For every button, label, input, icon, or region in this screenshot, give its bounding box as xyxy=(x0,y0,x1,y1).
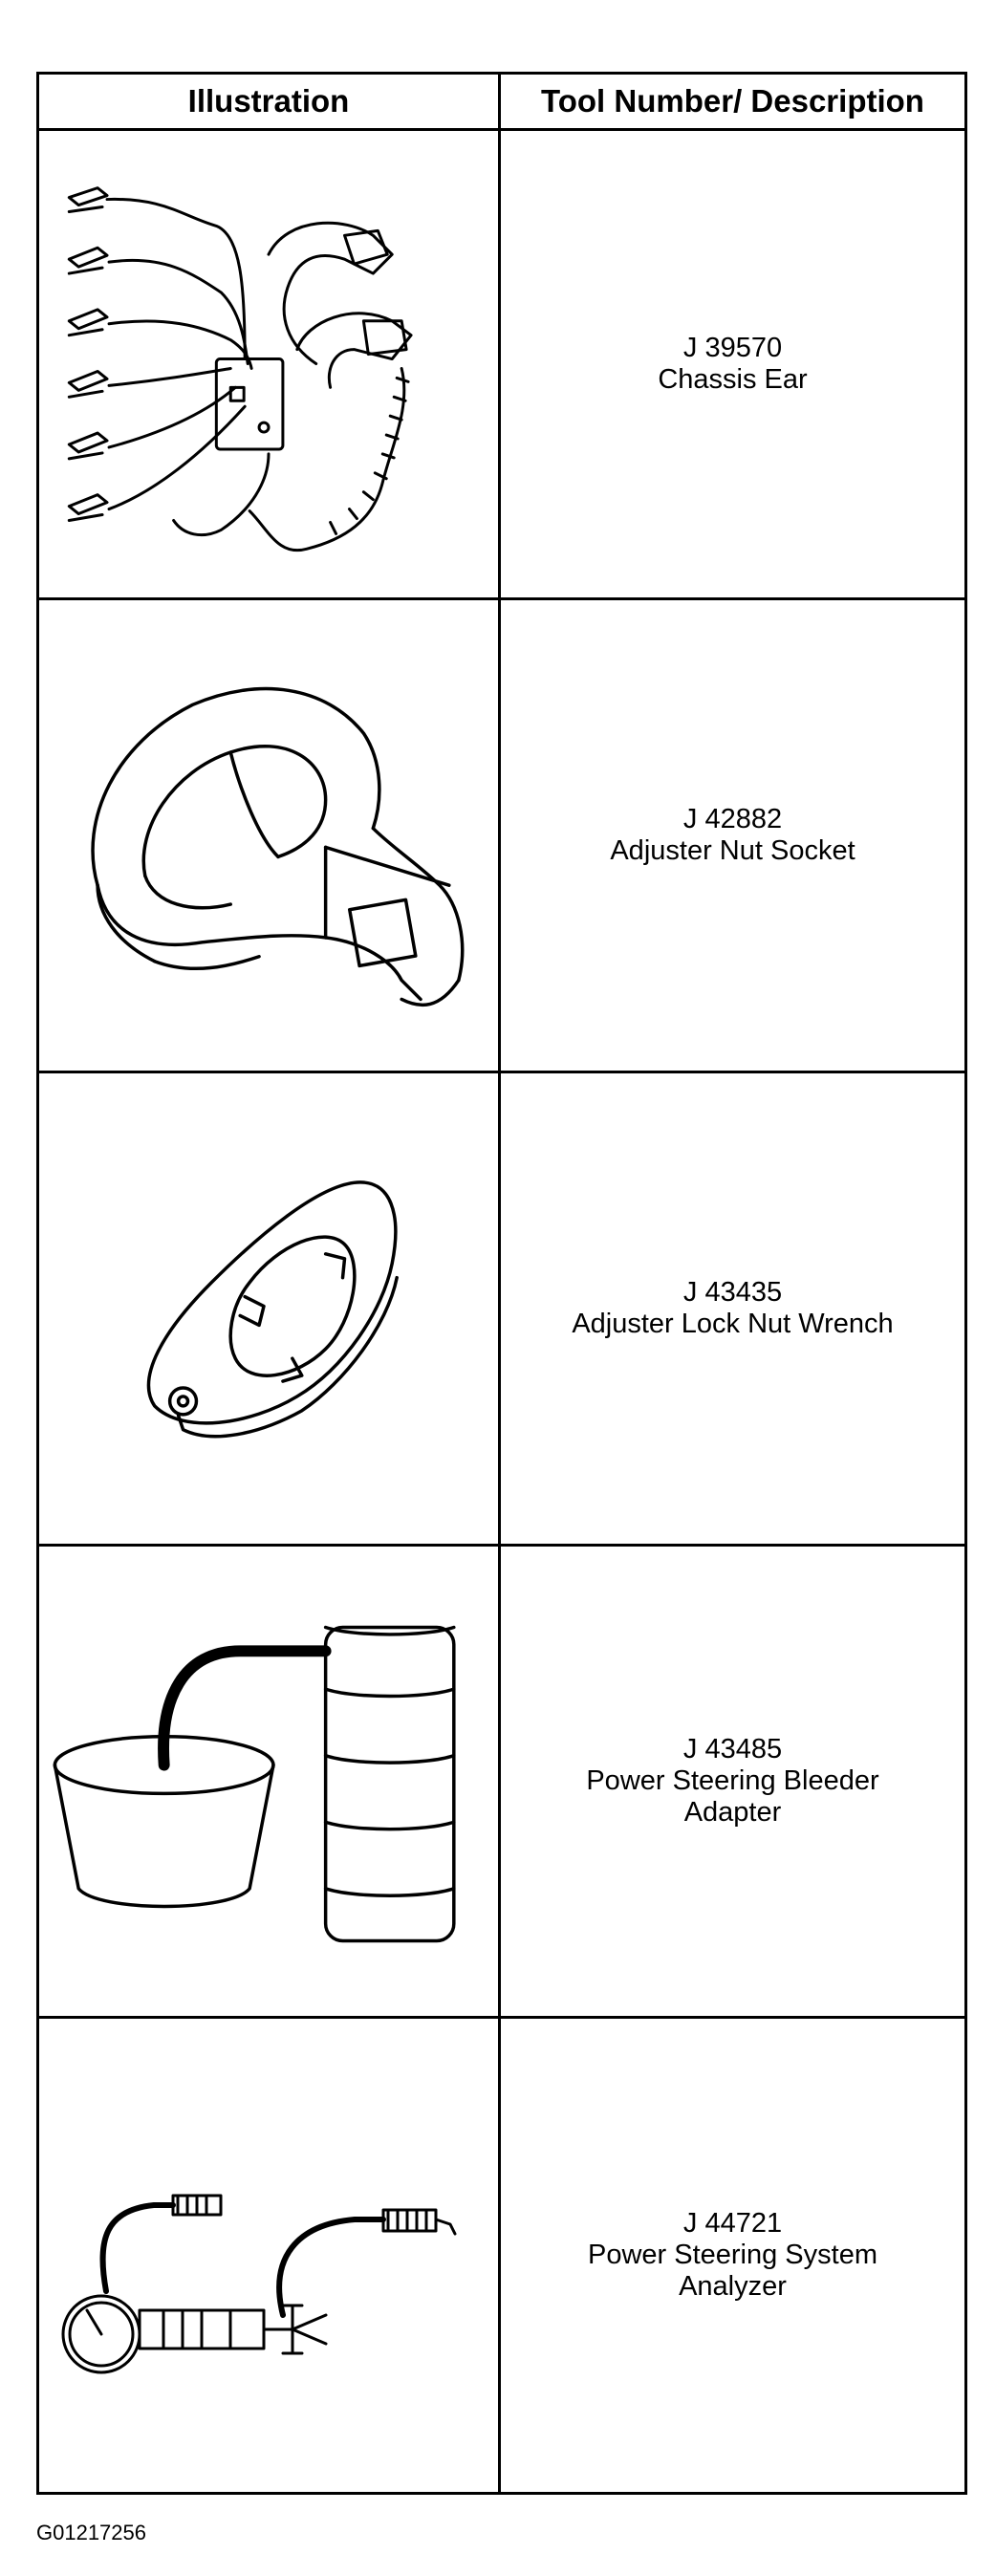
steering-analyzer-icon xyxy=(61,2194,457,2374)
tool-number: J 39570 xyxy=(682,333,783,363)
illustration-cell xyxy=(39,600,498,1071)
header-illustration: Illustration xyxy=(187,83,350,119)
tool-description-cell: J 43485 Power Steering Bleeder Adapter xyxy=(501,1547,964,2016)
bleeder-adapter-icon xyxy=(53,1625,456,1943)
tool-description-cell: J 43435 Adjuster Lock Nut Wrench xyxy=(501,1073,964,1544)
tool-number: J 44721 xyxy=(682,2208,783,2239)
tool-description-line-1: Power Steering Bleeder xyxy=(586,1765,879,1796)
lock-nut-wrench-icon xyxy=(146,1180,399,1439)
illustration-cell xyxy=(39,2019,498,2492)
tool-number: J 42882 xyxy=(682,804,783,834)
table-row: J 43485 Power Steering Bleeder Adapter xyxy=(39,1547,964,2019)
table-row: J 39570 Chassis Ear xyxy=(39,131,964,600)
figure-code: G01217256 xyxy=(36,2521,146,2544)
tool-table: Illustration Tool Number/ Description xyxy=(36,72,967,2495)
tool-number: J 43435 xyxy=(682,1277,783,1308)
illustration-cell xyxy=(39,131,498,597)
tool-description-line-1: Power Steering System xyxy=(587,2240,877,2270)
tool-description-cell: J 39570 Chassis Ear xyxy=(501,131,964,597)
tool-description-cell: J 42882 Adjuster Nut Socket xyxy=(501,600,964,1071)
tool-description: Adjuster Lock Nut Wrench xyxy=(572,1309,894,1339)
column-divider xyxy=(498,75,501,2492)
table-row: J 42882 Adjuster Nut Socket xyxy=(39,600,964,1073)
table-header-row: Illustration Tool Number/ Description xyxy=(39,75,964,131)
tool-number: J 43485 xyxy=(682,1734,783,1764)
tool-description-line-2: Adapter xyxy=(683,1797,782,1828)
table-row: J 44721 Power Steering System Analyzer xyxy=(39,2019,964,2492)
header-tool-description: Tool Number/ Description xyxy=(541,83,924,119)
illustration-cell xyxy=(39,1073,498,1544)
tool-description: Adjuster Nut Socket xyxy=(610,835,855,866)
illustration-cell xyxy=(39,1547,498,2016)
adjuster-nut-socket-icon xyxy=(91,686,465,1007)
tool-description-cell: J 44721 Power Steering System Analyzer xyxy=(501,2019,964,2492)
chassis-ear-icon xyxy=(67,186,413,552)
tool-description: Chassis Ear xyxy=(658,364,808,395)
table-row: J 43435 Adjuster Lock Nut Wrench xyxy=(39,1073,964,1547)
tool-description-line-2: Analyzer xyxy=(679,2271,787,2302)
